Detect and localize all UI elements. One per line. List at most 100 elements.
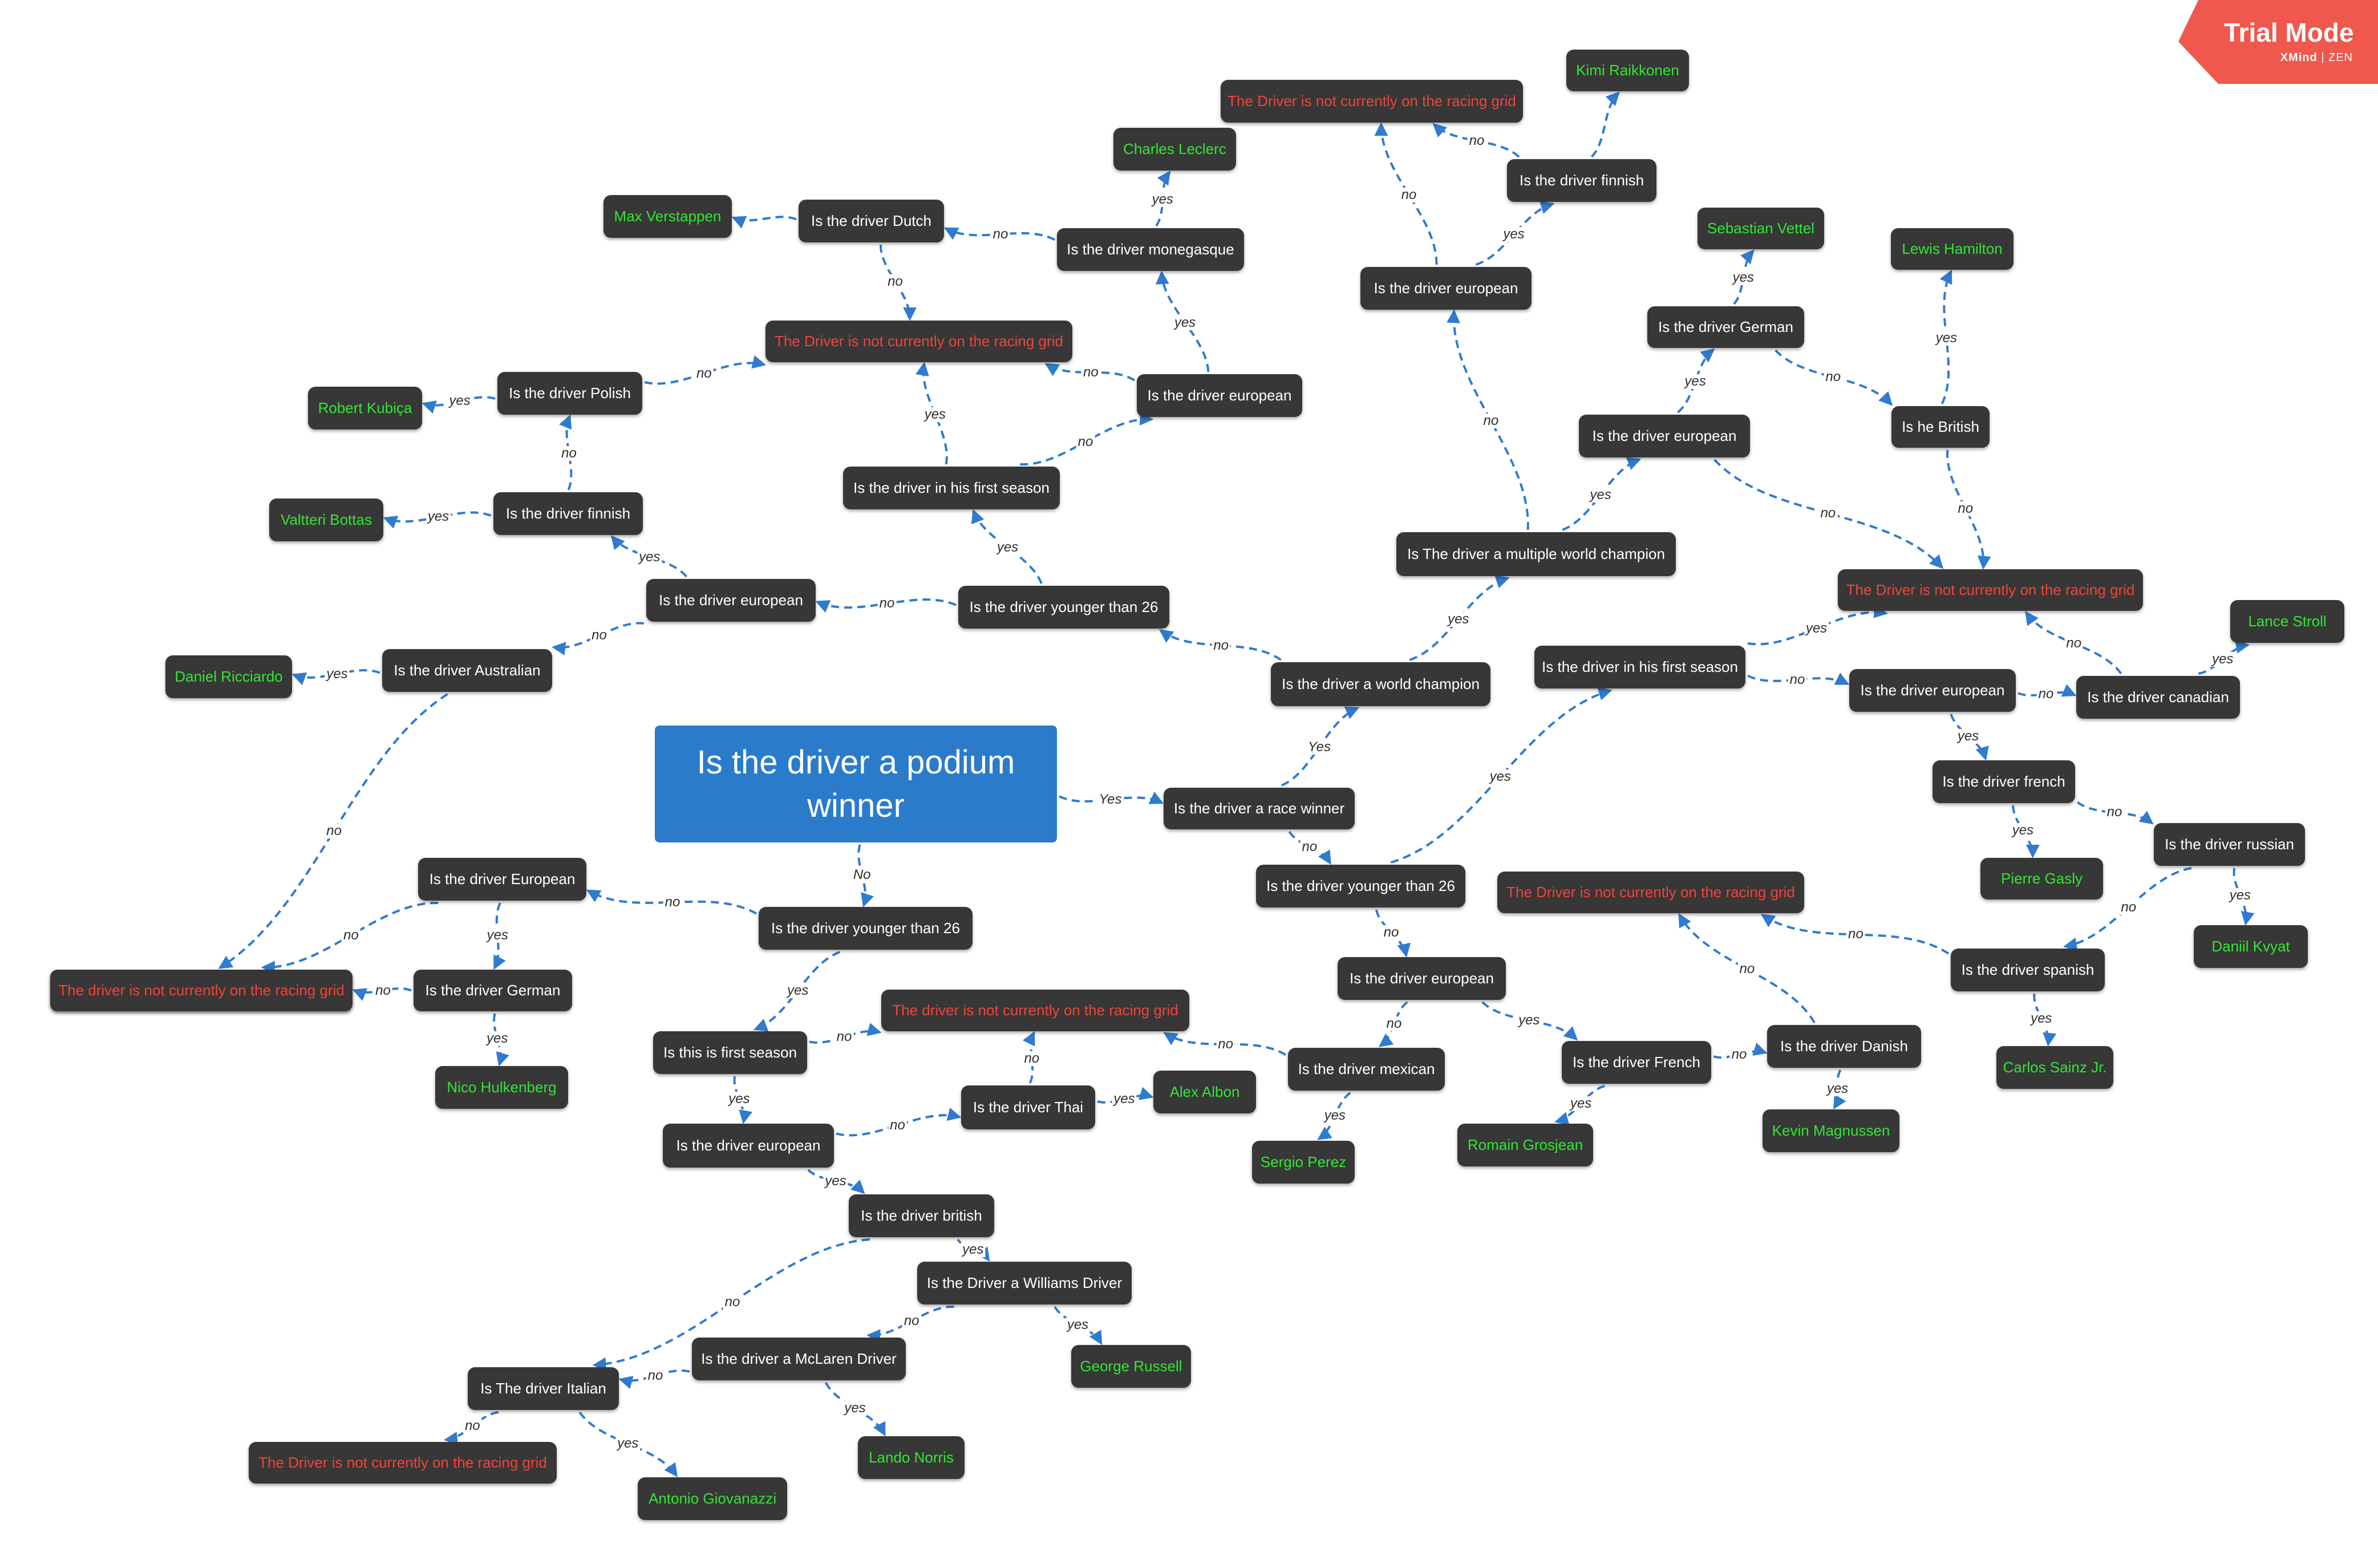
node-label: Is the Driver a Williams Driver [926,1274,1123,1291]
question-node-eu-f[interactable]: Is the driver european [1338,957,1506,1000]
answer-node-giovanazzi[interactable]: Antonio Giovanazzi [638,1477,787,1520]
question-node-multi-champ[interactable]: Is The driver a multiple world champion [1396,532,1676,576]
not-on-grid-node-ng-top[interactable]: The Driver is not currently on the racin… [1221,80,1523,123]
question-node-dutch[interactable]: Is the driver Dutch [799,200,944,242]
answer-node-verstappen[interactable]: Max Verstappen [603,195,732,238]
root-topic-root[interactable]: Is the driver a podium winner [655,726,1057,842]
edge-label-yes: yes [325,666,350,682]
question-node-younger-a[interactable]: Is the driver younger than 26 [958,586,1169,629]
node-label: Is the driver finnish [1519,172,1644,189]
edge-label-yes: yes [2029,1011,2054,1026]
answer-node-sainz[interactable]: Carlos Sainz Jr. [1996,1046,2113,1089]
question-node-younger-c[interactable]: Is the driver younger than 26 [759,907,973,950]
question-node-eu-a[interactable]: Is the driver european [1360,267,1532,310]
answer-node-russell[interactable]: George Russell [1071,1345,1191,1388]
question-node-eu-b[interactable]: Is the driver european [1579,415,1750,457]
question-node-eu-e[interactable]: Is the driver european [1849,669,2016,712]
edge-label-yes: yes [1172,315,1198,330]
question-node-first-season-b[interactable]: Is the driver in his first season [1534,646,1745,688]
edge-mexican-to-ng-lower [1163,1032,1287,1056]
not-on-grid-node-ng-center[interactable]: The Driver is not currently on the racin… [1497,872,1804,913]
node-label: Is the driver Polish [509,384,631,402]
question-node-mclaren[interactable]: Is the driver a McLaren Driver [692,1338,906,1380]
xmind-brand-label: XMind | ZEN [2280,51,2353,64]
answer-node-ricciardo[interactable]: Daniel Ricciardo [165,655,292,698]
edge-label-yes: yes [615,1436,641,1451]
answer-node-bottas[interactable]: Valtteri Bottas [269,499,383,541]
node-label: Is the driver european [1374,279,1518,297]
question-node-danish[interactable]: Is the driver Danish [1767,1025,1921,1068]
node-label: Romain Grosjean [1467,1136,1583,1153]
edge-label-yes: yes [1065,1317,1091,1332]
node-label: Carlos Sainz Jr. [2003,1059,2107,1076]
edge-finnish-b-to-polish [558,414,573,491]
answer-node-kvyat[interactable]: Daniil Kvyat [2194,925,2308,968]
edge-label-no: no [560,446,578,461]
node-label: Daniel Ricciardo [175,668,283,685]
edge-multi-champ-to-eu-a [1447,309,1529,530]
edge-label-no: no [1022,1051,1042,1066]
question-node-german-b[interactable]: Is the driver German [414,970,572,1011]
question-node-race-winner[interactable]: Is the driver a race winner [1164,788,1355,829]
not-on-grid-node-ng-far-left[interactable]: The driver is not currently on the racin… [50,970,353,1011]
question-node-eu-c[interactable]: Is the driver european [1137,374,1302,417]
question-node-german-a[interactable]: Is the driver German [1647,306,1804,348]
answer-node-grosjean[interactable]: Romain Grosjean [1457,1124,1593,1166]
answer-node-raikkonen[interactable]: Kimi Raikkonen [1566,50,1689,91]
question-node-italian[interactable]: Is The driver Italian [468,1367,619,1410]
trial-mode-banner[interactable]: Trial Mode XMind | ZEN [2178,0,2378,84]
node-label: Is The driver Italian [480,1380,606,1397]
not-on-grid-node-ng-mid[interactable]: The Driver is not currently on the racin… [765,321,1072,362]
not-on-grid-node-ng-right[interactable]: The Driver is not currently on the racin… [1838,569,2143,611]
node-label: The Driver is not currently on the racin… [1228,92,1516,110]
answer-node-perez[interactable]: Sergio Perez [1252,1141,1355,1184]
question-node-british-a[interactable]: Is he British [1891,406,1990,448]
answer-node-norris[interactable]: Lando Norris [858,1436,965,1479]
question-node-finnish-b[interactable]: Is the driver finnish [493,492,643,535]
edge-label-yes: yes [637,549,662,565]
question-node-french-b[interactable]: Is the driver French [1562,1041,1711,1084]
node-label: Is the driver Dutch [811,212,931,229]
answer-node-hulkenberg[interactable]: Nico Hulkenberg [435,1066,568,1109]
answer-node-gasly[interactable]: Pierre Gasly [1980,858,2103,900]
question-node-mexican[interactable]: Is the driver mexican [1288,1048,1445,1091]
question-node-younger-b[interactable]: Is the driver younger than 26 [1256,865,1465,907]
not-on-grid-node-ng-bottom[interactable]: The Driver is not currently on the racin… [249,1442,557,1484]
question-node-eu-h[interactable]: Is the driver european [663,1124,834,1168]
answer-node-leclerc[interactable]: Charles Leclerc [1113,128,1236,171]
question-node-polish[interactable]: Is the driver Polish [497,372,642,415]
answer-node-magnussen[interactable]: Kevin Magnussen [1763,1109,1899,1152]
node-label: Sebastian Vettel [1707,220,1814,237]
edge-label-no: no [1076,434,1095,449]
edge-label-yes: yes [785,983,811,998]
node-label: Is the driver in his first season [853,479,1050,496]
question-node-spanish[interactable]: Is the driver spanish [1951,949,2105,991]
answer-node-kubica[interactable]: Robert Kubiça [308,387,422,430]
node-label: Is the driver european [659,591,803,609]
question-node-williams[interactable]: Is the Driver a Williams Driver [917,1262,1132,1304]
question-node-canadian[interactable]: Is the driver canadian [2076,676,2240,719]
question-node-eu-g[interactable]: Is the driver European [418,858,586,901]
question-node-russian[interactable]: Is the driver russian [2154,823,2305,866]
question-node-finnish-a[interactable]: Is the driver finnish [1507,159,1656,202]
question-node-thai[interactable]: Is the driver Thai [961,1085,1095,1129]
edge-label-yes: Yes [1097,792,1124,807]
answer-node-hamilton[interactable]: Lewis Hamilton [1891,228,2014,270]
edge-label-yes: yes [485,927,510,943]
node-label: Is the driver european [1350,970,1494,987]
question-node-british-b[interactable]: Is the driver british [849,1194,994,1237]
question-node-french-a[interactable]: Is the driver french [1933,760,2075,803]
edge-label-yes: yes [2010,823,2036,838]
not-on-grid-node-ng-lower[interactable]: The driver is not currently on the racin… [881,990,1189,1031]
answer-node-vettel[interactable]: Sebastian Vettel [1698,208,1824,249]
question-node-eu-d[interactable]: Is the driver european [646,579,816,622]
question-node-world-champ[interactable]: Is the driver a world champion [1271,662,1490,706]
question-node-australian[interactable]: Is the driver Australian [382,649,552,692]
answer-node-stroll[interactable]: Lance Stroll [2230,600,2344,643]
question-node-first-season-c[interactable]: Is this is first season [653,1031,807,1074]
answer-node-albon[interactable]: Alex Albon [1153,1071,1256,1113]
edge-russian-to-spanish [2063,867,2192,951]
question-node-first-season-a[interactable]: Is the driver in his first season [843,467,1060,509]
question-node-monegasque[interactable]: Is the driver monegasque [1057,228,1244,271]
